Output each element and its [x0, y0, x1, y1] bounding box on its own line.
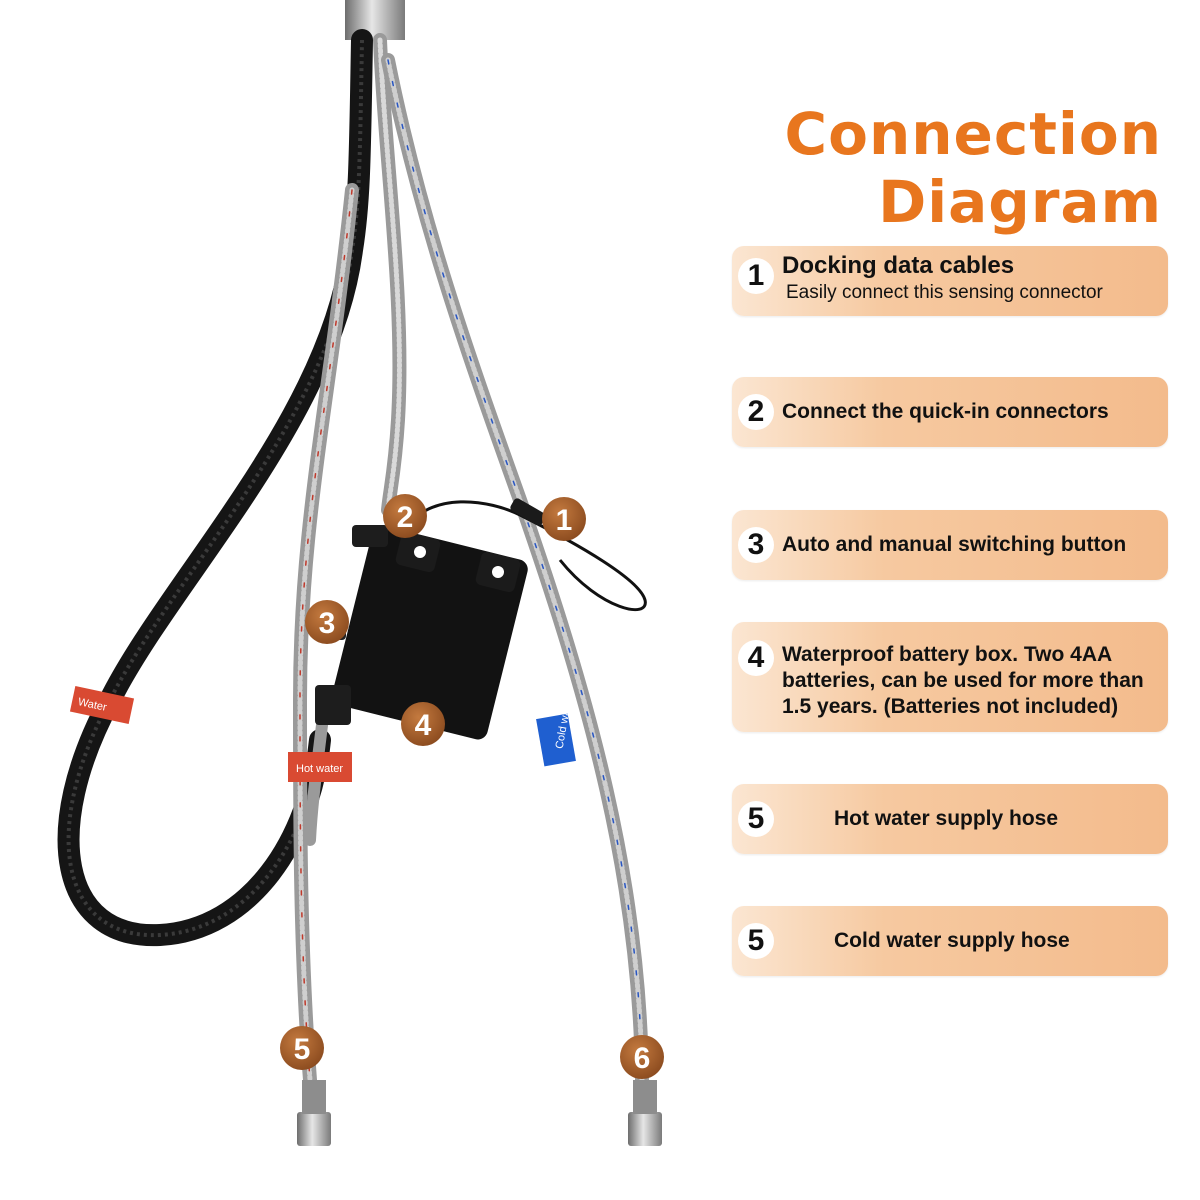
battery-box	[315, 525, 528, 740]
badge-6: 6	[620, 1035, 664, 1079]
hot-hose-nut	[297, 1112, 331, 1146]
card-number: 5	[738, 923, 774, 959]
card-quick-in-connectors: 2 Connect the quick-in connectors	[732, 377, 1168, 447]
card-text: Connect the quick-in connectors	[782, 400, 1164, 424]
svg-text:4: 4	[415, 709, 432, 742]
svg-text:2: 2	[397, 501, 414, 534]
tag-left-water: Water	[69, 686, 135, 724]
faucet-hose-illustration: Water Hot water Cold water 1 2 3 4 5 6	[57, 0, 664, 1146]
card-text: Hot water supply hose	[834, 807, 1164, 831]
badge-1: 1	[542, 497, 586, 541]
card-number: 5	[738, 801, 774, 837]
svg-text:3: 3	[319, 607, 336, 640]
card-heading: Docking data cables	[782, 252, 1015, 279]
badge-2: 2	[383, 494, 427, 538]
card-text: Auto and manual switching button	[782, 533, 1164, 557]
card-number: 1	[738, 258, 774, 294]
data-cable-connector	[510, 498, 546, 526]
card-text: Cold water supply hose	[834, 929, 1164, 953]
black-hose-highlight	[66, 39, 364, 938]
card-number: 4	[738, 640, 774, 676]
data-cable	[403, 500, 647, 612]
card-heading: Connect the quick-in connectors	[782, 400, 1109, 423]
tag-cold-water: Cold water	[536, 696, 576, 767]
svg-text:Water: Water	[77, 696, 108, 714]
tag-hot-water: Hot water	[288, 752, 352, 782]
card-docking-data-cables: 1 Docking data cables Easily connect thi…	[732, 246, 1168, 316]
card-number: 2	[738, 394, 774, 430]
card-switching-button: 3 Auto and manual switching button	[732, 510, 1168, 580]
svg-text:5: 5	[294, 1033, 311, 1066]
cold-hose-nut	[628, 1112, 662, 1146]
card-line-3: 1.5 years. (Batteries not included)	[782, 695, 1119, 718]
card-battery-box: 4 Waterproof battery box. Two 4AA batter…	[732, 622, 1168, 732]
card-subtext: Easily connect this sensing connector	[786, 282, 1103, 303]
badge-5: 5	[280, 1026, 324, 1070]
card-number: 3	[738, 527, 774, 563]
card-heading: Auto and manual switching button	[782, 533, 1127, 556]
svg-text:1: 1	[556, 504, 573, 537]
page-title: Connection Diagram	[784, 100, 1162, 236]
card-heading: Cold water supply hose	[834, 929, 1070, 952]
card-line-1: Waterproof battery box. Two 4AA	[782, 643, 1113, 666]
card-cold-water-hose: 5 Cold water supply hose	[732, 906, 1168, 976]
badge-4: 4	[401, 702, 445, 746]
svg-text:Hot water: Hot water	[296, 763, 343, 775]
card-line-2: batteries, can be used for more than	[782, 669, 1144, 692]
card-hot-water-hose: 5 Hot water supply hose	[732, 784, 1168, 854]
badge-3: 3	[305, 600, 349, 644]
card-heading: Hot water supply hose	[834, 807, 1059, 830]
card-text: Docking data cables Easily connect this …	[782, 252, 1164, 304]
svg-text:6: 6	[634, 1042, 651, 1075]
card-text: Waterproof battery box. Two 4AA batterie…	[782, 642, 1164, 720]
